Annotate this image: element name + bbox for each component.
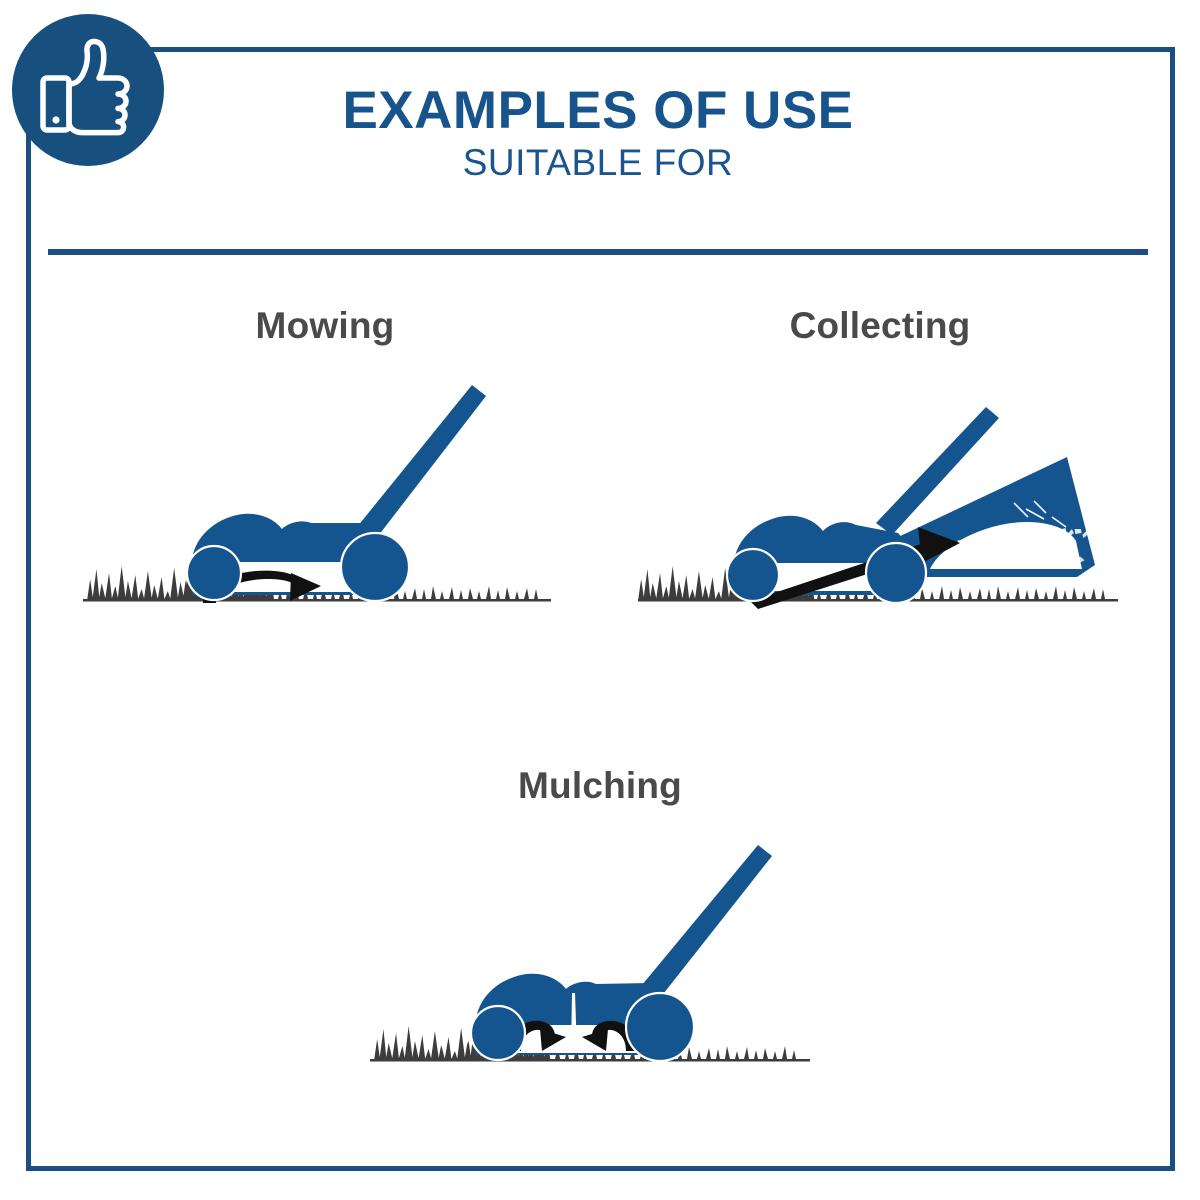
mulching-diagram xyxy=(370,845,810,1063)
mowing-diagram xyxy=(83,385,551,603)
page-subtitle: SUITABLE FOR xyxy=(462,142,734,184)
panel-label-mulching: Mulching xyxy=(518,765,682,806)
handle-bar xyxy=(357,385,486,540)
panel-mulching: Mulching xyxy=(350,765,850,1115)
collecting-diagram xyxy=(638,407,1118,609)
rear-wheel xyxy=(864,541,928,605)
bag-clippings xyxy=(930,500,1090,569)
ground-line xyxy=(638,599,1118,602)
header-divider xyxy=(48,249,1148,255)
panel-label-collecting: Collecting xyxy=(789,305,971,346)
ground-line xyxy=(370,1059,810,1062)
front-wheel xyxy=(185,544,243,602)
thumbs-up-icon xyxy=(40,38,130,136)
illustration-collecting xyxy=(630,377,1130,637)
handle-bar xyxy=(642,845,772,998)
panel-label-mowing: Mowing xyxy=(255,305,395,346)
panel-mowing: Mowing xyxy=(75,305,575,655)
panel-collecting: Collecting xyxy=(630,305,1130,655)
grass-tufts-uncut xyxy=(374,1026,478,1061)
header: EXAMPLES OF USE SUITABLE FOR xyxy=(48,81,1148,184)
handle-bar xyxy=(876,407,999,535)
illustration-mulching xyxy=(350,837,850,1097)
front-wheel xyxy=(725,547,781,603)
front-wheel xyxy=(469,1004,527,1062)
mulch-plug xyxy=(571,993,577,1051)
illustration-mowing xyxy=(75,377,575,637)
content-frame xyxy=(26,47,1175,1171)
rear-wheel xyxy=(624,991,696,1063)
grass-tufts-uncut xyxy=(87,566,191,601)
rear-wheel xyxy=(339,531,411,603)
page-title: EXAMPLES OF USE xyxy=(342,81,854,140)
ground-line xyxy=(83,599,551,602)
thumbs-up-badge xyxy=(12,14,164,166)
